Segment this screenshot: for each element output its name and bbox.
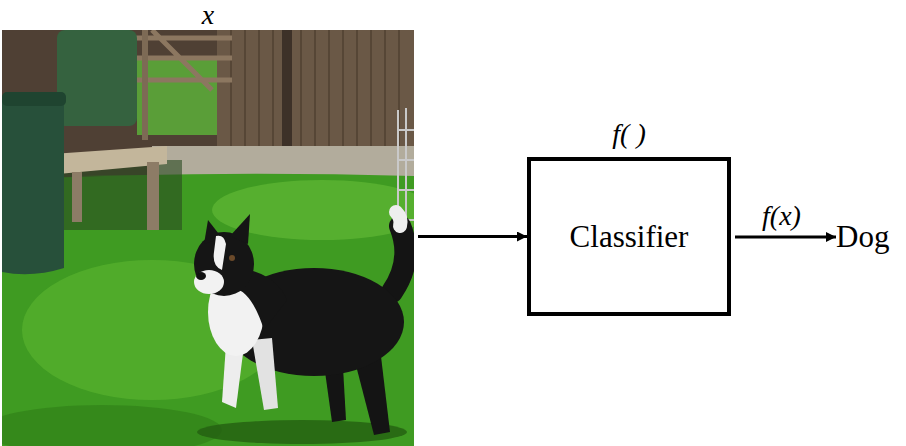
edge-label: f(x) bbox=[762, 201, 801, 231]
green-bin bbox=[2, 93, 64, 274]
node-heading: f( ) bbox=[491, 119, 767, 149]
gate-post bbox=[142, 30, 148, 140]
dog-photo bbox=[2, 30, 414, 446]
node-label: Classifier bbox=[570, 219, 689, 255]
arrow-connector bbox=[735, 236, 836, 239]
dog-tail bbox=[392, 226, 405, 292]
green-bin bbox=[57, 30, 137, 126]
dog-tail-tip bbox=[396, 212, 401, 226]
node-heading: x bbox=[0, 0, 454, 30]
dog-nose bbox=[196, 272, 206, 280]
far-grass bbox=[137, 60, 217, 135]
output-label: Dog bbox=[836, 214, 906, 260]
bin-lid bbox=[2, 92, 66, 106]
dog-eye bbox=[229, 255, 235, 261]
dog-muzzle bbox=[194, 270, 224, 294]
bench-leg bbox=[72, 172, 82, 222]
shed-wall bbox=[217, 30, 414, 152]
arrow-connector bbox=[418, 235, 527, 238]
door-edge bbox=[282, 30, 292, 155]
dog-blaze bbox=[214, 236, 226, 270]
dog-ear bbox=[230, 214, 250, 244]
wall-planks bbox=[231, 30, 399, 152]
node-label: Dog bbox=[836, 219, 889, 255]
lawn-shade bbox=[2, 405, 222, 446]
dog-front-leg bbox=[252, 338, 278, 410]
bench-leg bbox=[147, 162, 159, 230]
classifier-box: f( )Classifier bbox=[527, 157, 731, 316]
image-frame: x bbox=[2, 30, 414, 446]
